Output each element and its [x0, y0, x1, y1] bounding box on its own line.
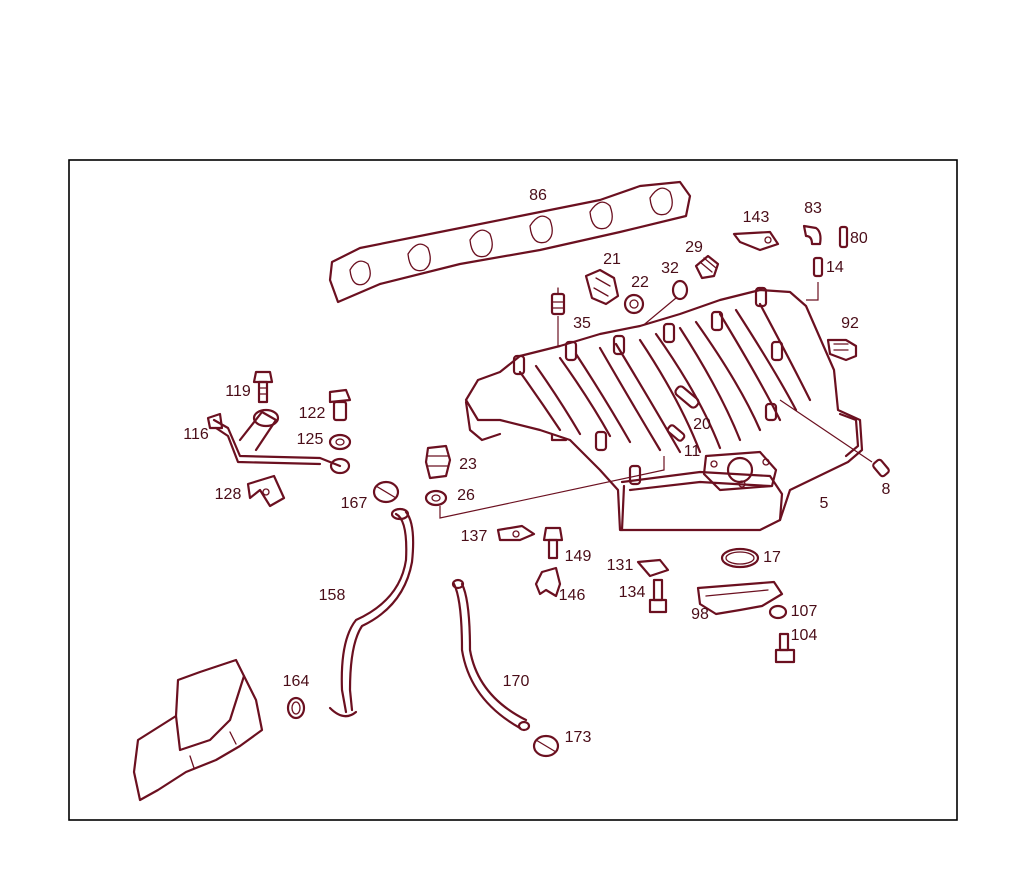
- part-164-clamp[interactable]: [286, 696, 306, 720]
- label-131: 131: [607, 557, 634, 574]
- part-engine-cover[interactable]: [132, 658, 264, 802]
- label-149: 149: [565, 548, 592, 565]
- part-125-washer[interactable]: [328, 433, 352, 451]
- part-92-bolt[interactable]: [826, 338, 858, 362]
- part-167-clamp[interactable]: [372, 480, 400, 504]
- part-173-clamp[interactable]: [532, 734, 560, 758]
- part-86-manifold-gasket[interactable]: [328, 180, 692, 304]
- label-122: 122: [299, 405, 326, 422]
- label-22: 22: [631, 274, 649, 291]
- part-83-elbow-hose[interactable]: [802, 224, 822, 246]
- label-128: 128: [215, 486, 242, 503]
- label-83: 83: [804, 200, 822, 217]
- part-80-pin[interactable]: [838, 225, 849, 249]
- label-104: 104: [791, 627, 818, 644]
- label-14: 14: [826, 259, 844, 276]
- part-134-bolt[interactable]: [648, 578, 668, 614]
- label-86: 86: [529, 187, 547, 204]
- diagram-frame: [68, 159, 958, 821]
- part-23-fitting[interactable]: [424, 444, 452, 480]
- label-170: 170: [503, 673, 530, 690]
- part-143-bracket[interactable]: [732, 230, 780, 252]
- label-125: 125: [297, 431, 324, 448]
- part-22-washer[interactable]: [623, 293, 645, 315]
- label-164: 164: [283, 673, 310, 690]
- label-17: 17: [763, 549, 781, 566]
- part-14-pin[interactable]: [806, 256, 824, 301]
- part-131-clip[interactable]: [636, 558, 670, 578]
- label-137: 137: [461, 528, 488, 545]
- part-149-bolt[interactable]: [542, 526, 564, 560]
- label-98: 98: [691, 606, 709, 623]
- label-167: 167: [341, 495, 368, 512]
- label-158: 158: [319, 587, 346, 604]
- label-116: 116: [183, 426, 209, 443]
- label-134: 134: [619, 584, 646, 601]
- part-146-bracket[interactable]: [534, 566, 562, 598]
- label-32: 32: [661, 260, 679, 277]
- part-128-clamp-bracket[interactable]: [246, 474, 286, 508]
- leader-11: [439, 456, 665, 519]
- label-35: 35: [573, 315, 591, 332]
- label-23: 23: [459, 456, 477, 473]
- part-17-seal-ring[interactable]: [720, 547, 760, 569]
- part-104-bolt[interactable]: [774, 632, 796, 664]
- part-107-washer[interactable]: [768, 604, 788, 620]
- part-158-hose[interactable]: [328, 507, 415, 718]
- part-98-heat-shield[interactable]: [696, 580, 784, 616]
- part-122-banjo-bolt[interactable]: [328, 388, 352, 422]
- part-8-plug[interactable]: [779, 399, 890, 478]
- label-20: 20: [693, 416, 711, 433]
- part-170-hose[interactable]: [451, 578, 531, 732]
- part-26-washer[interactable]: [424, 489, 448, 507]
- part-21-threaded-fitting[interactable]: [584, 268, 620, 306]
- label-107: 107: [791, 603, 818, 620]
- label-173: 173: [565, 729, 592, 746]
- label-5: 5: [820, 495, 829, 512]
- part-5-intake-manifold[interactable]: [464, 286, 864, 532]
- label-8: 8: [882, 481, 891, 498]
- label-11: 11: [684, 443, 701, 460]
- label-80: 80: [850, 230, 868, 247]
- label-119: 119: [225, 383, 251, 400]
- label-26: 26: [457, 487, 475, 504]
- label-143: 143: [743, 209, 770, 226]
- part-119-bolt[interactable]: [252, 370, 274, 404]
- part-137-bracket[interactable]: [496, 524, 536, 542]
- label-92: 92: [841, 315, 859, 332]
- part-32-o-ring[interactable]: [671, 279, 689, 301]
- label-21: 21: [603, 251, 621, 268]
- label-29: 29: [685, 239, 703, 256]
- part-29-nozzle[interactable]: [694, 254, 720, 280]
- part-116-pipe[interactable]: [206, 408, 351, 475]
- label-146: 146: [559, 587, 586, 604]
- part-20-pin[interactable]: [666, 385, 701, 442]
